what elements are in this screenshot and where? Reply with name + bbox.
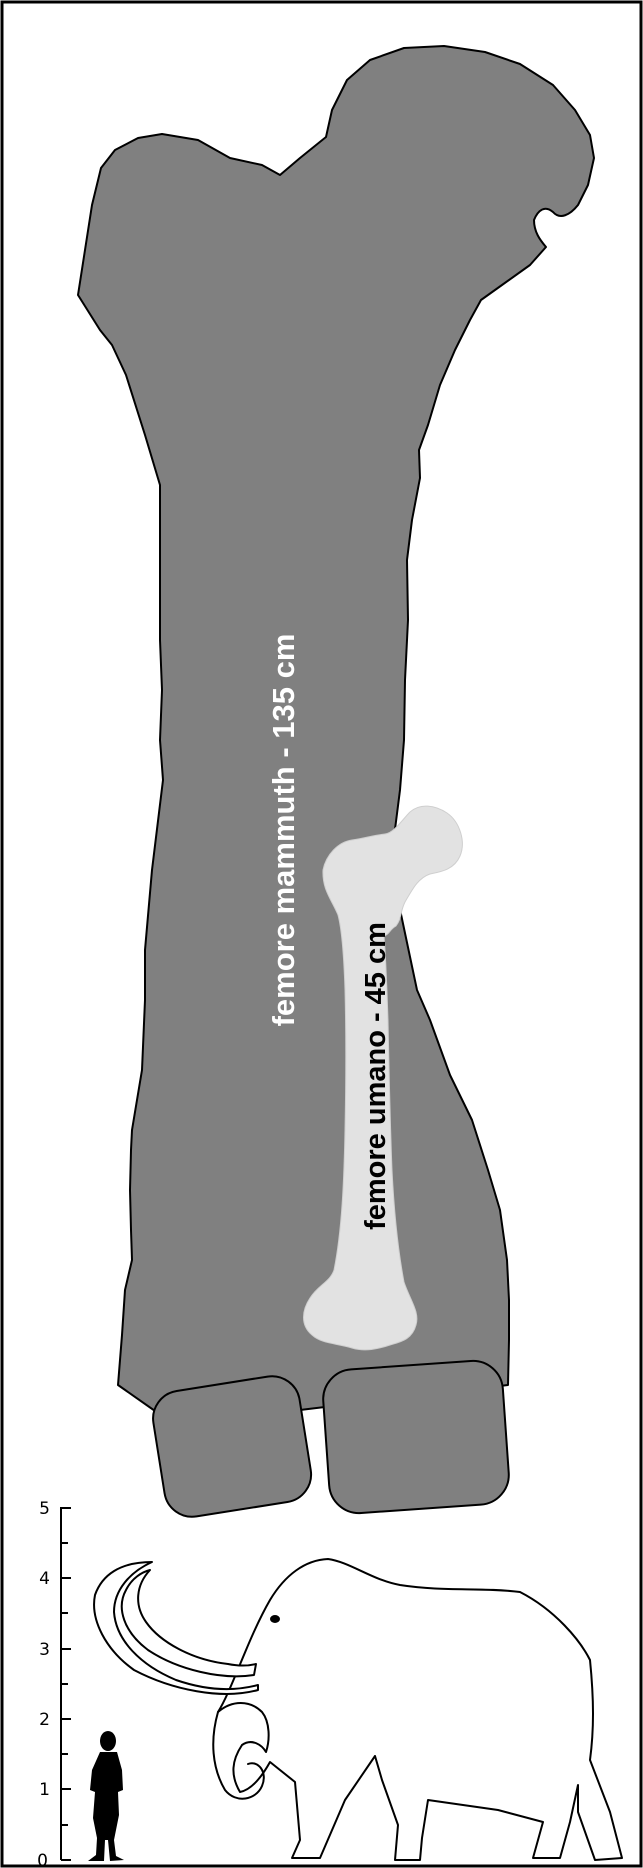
scale-tick-label-3: 3	[39, 1640, 50, 1660]
scale-tick-label-4: 4	[39, 1569, 50, 1589]
scale-tick-label-2: 2	[39, 1710, 50, 1730]
mammoth-femur-condyle-left	[149, 1372, 315, 1521]
human-femur-label: femore umano - 45 cm	[360, 922, 392, 1230]
scale-tick-label-5: 5	[39, 1499, 50, 1519]
scale-tick-label-0: 0	[37, 1851, 48, 1868]
mammoth-femur-label: femore mammuth - 135 cm	[266, 634, 301, 1027]
mammoth-femur-condyle-right	[321, 1359, 511, 1515]
scale-tick-label-1: 1	[39, 1780, 50, 1800]
